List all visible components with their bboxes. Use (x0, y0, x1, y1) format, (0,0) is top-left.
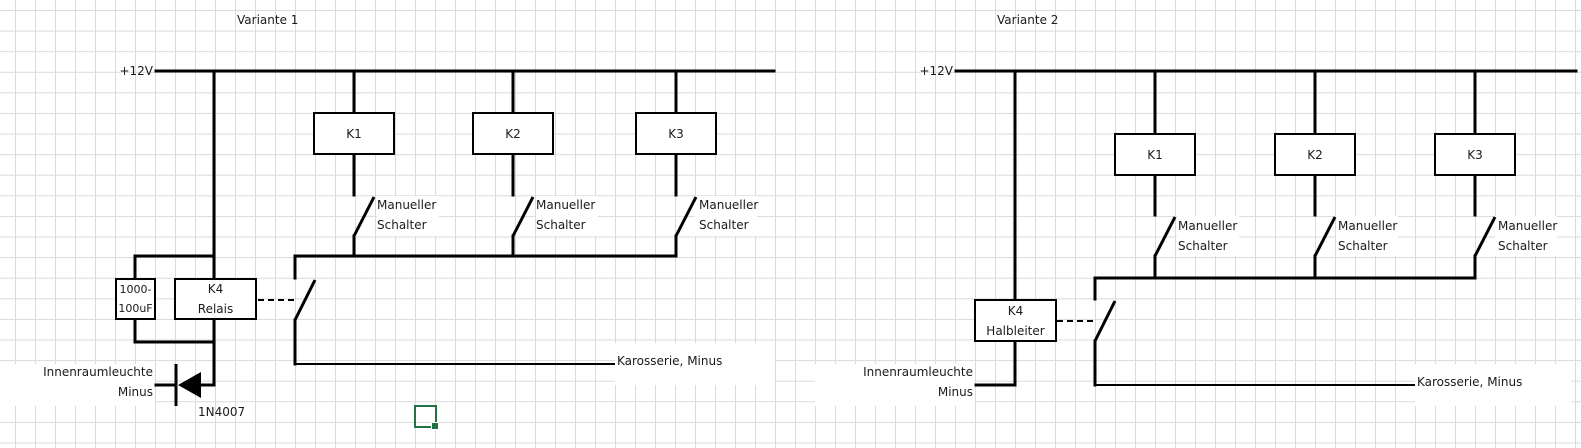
v2-lamp-label-bg (815, 364, 975, 406)
v1-k1-switch-blade[interactable] (352, 196, 376, 237)
v1-capacitor[interactable]: 1000- 100uF (115, 278, 156, 320)
v2-relay-k3-label: K3 (1467, 147, 1483, 162)
v2-relay-k4[interactable]: K4 Halbleiter (974, 299, 1057, 342)
v1-switch2-label-2: Schalter (536, 218, 586, 232)
v1-ground-label-bg (615, 343, 775, 385)
fill-handle[interactable] (431, 422, 439, 430)
v1-switch-label-bg-2 (536, 196, 598, 236)
v2-switch2-label-2: Schalter (1338, 239, 1388, 253)
v2-switch3-label-1: Manueller (1498, 219, 1558, 233)
v1-relay-k4-line2: Relais (197, 302, 234, 316)
v2-supply-label: +12V (919, 64, 953, 78)
v2-relay-k2[interactable]: K2 (1274, 133, 1356, 176)
v1-ground-label: Karosserie, Minus (617, 354, 723, 368)
v2-ground-label-bg (1415, 364, 1571, 406)
v2-relay-k2-label: K2 (1307, 147, 1323, 162)
v2-relay-k3[interactable]: K3 (1434, 133, 1516, 176)
v1-capacitor-bottom-wire (133, 316, 216, 344)
v1-diode-label: 1N4007 (198, 405, 246, 419)
v2-relay-k1[interactable]: K1 (1114, 133, 1196, 176)
v1-relay-k1[interactable]: K1 (313, 112, 395, 155)
v2-switch-label-bg-3 (1495, 216, 1557, 256)
v1-switch1-label-1: Manueller (377, 198, 437, 212)
v1-switch3-label-1: Manueller (699, 198, 759, 212)
v1-k4-to-diode-wire (198, 316, 216, 387)
v2-relay-k4-line2: Halbleiter (986, 323, 1045, 338)
v2-k3-switch-blade[interactable] (1473, 216, 1497, 257)
v1-switch-label-bg-1 (377, 196, 439, 236)
v2-relay-k4-line1: K4 (1007, 303, 1024, 318)
v2-switch1-label-2: Schalter (1178, 239, 1228, 253)
v2-title: Variante 2 (997, 13, 1059, 27)
v2-switch3-label-2: Schalter (1498, 239, 1548, 253)
v1-diode-icon (178, 372, 201, 398)
v1-title: Variante 1 (237, 13, 299, 27)
v1-switch-label-bg-3 (695, 196, 757, 236)
v2-switch1-label-1: Manueller (1178, 219, 1238, 233)
v1-supply-label: +12V (119, 64, 153, 78)
v2-switch2-label-1: Manueller (1338, 219, 1398, 233)
v2-switch-label-bg-2 (1336, 216, 1398, 256)
v2-ground-label: Karosserie, Minus (1417, 375, 1523, 389)
v1-k3-switch-blade[interactable] (674, 196, 698, 237)
v1-capacitor-top-wire (133, 254, 216, 281)
v1-relay-k2-label: K2 (505, 126, 521, 141)
v2-lamp-label-2: Minus (937, 385, 973, 399)
v2-k1-switch-blade[interactable] (1153, 216, 1177, 257)
v1-relay-k4[interactable]: K4 Relais (174, 278, 257, 320)
v2-switch-label-bg-1 (1177, 216, 1239, 256)
v1-lamp-label-bg (0, 364, 155, 406)
v1-switch1-label-2: Schalter (377, 218, 427, 232)
v2-k4-to-lamp-wire (974, 339, 1017, 387)
v1-relay-k4-line1: K4 (207, 282, 224, 296)
v1-relay-k1-label: K1 (346, 126, 362, 141)
selected-cell[interactable] (414, 405, 439, 430)
v1-switch2-label-1: Manueller (536, 198, 596, 212)
v1-switch3-label-2: Schalter (699, 218, 749, 232)
v1-relay-k2[interactable]: K2 (472, 112, 554, 155)
v1-k2-switch-blade[interactable] (511, 196, 535, 237)
v2-k4-switch-blade[interactable] (1093, 300, 1117, 342)
v2-lamp-label-1: Innenraumleuchte (863, 365, 973, 379)
v1-k4-switch-blade[interactable] (293, 279, 317, 321)
v2-k2-switch-blade[interactable] (1313, 216, 1337, 257)
v2-switch-bus (1093, 276, 1477, 301)
v1-relay-k3-label: K3 (668, 126, 684, 141)
v1-switch-bus (293, 254, 678, 280)
v2-relay-k1-label: K1 (1147, 147, 1163, 162)
v1-lamp-label-1: Innenraumleuchte (43, 365, 153, 379)
v1-lamp-label-2: Minus (117, 385, 153, 399)
v1-capacitor-line2: 100uF (118, 302, 153, 315)
v1-capacitor-line1: 1000- (119, 283, 152, 296)
v1-relay-k3[interactable]: K3 (635, 112, 717, 155)
